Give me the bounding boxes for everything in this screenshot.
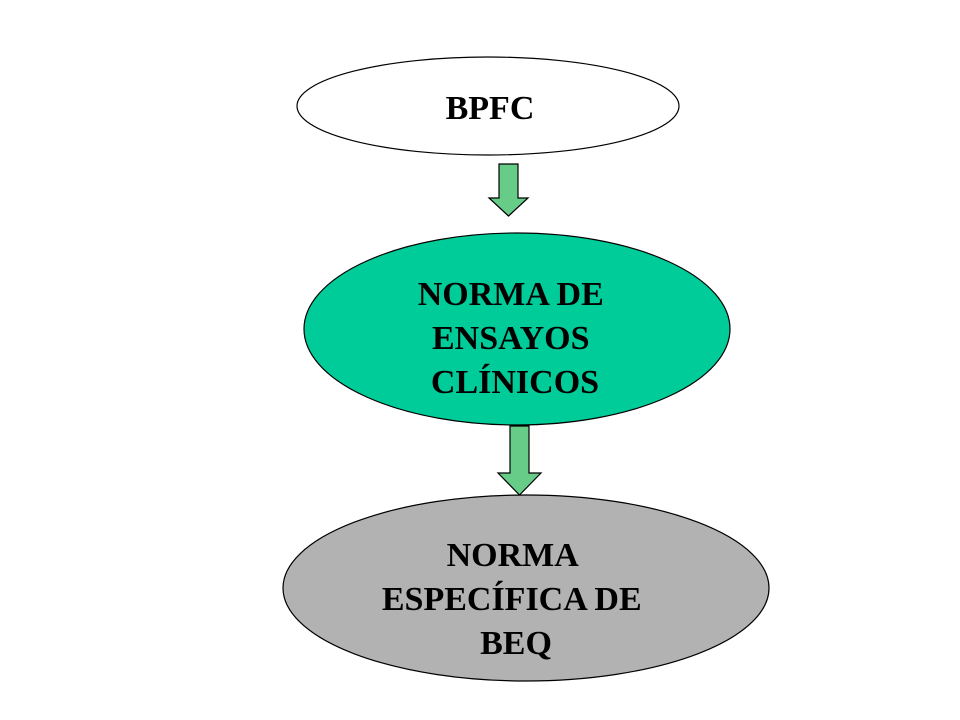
node-label-line: BPFC: [446, 90, 535, 127]
node-label-line: NORMA: [447, 537, 580, 574]
ellipse-shape: [296, 56, 680, 156]
down-arrow-icon: [496, 425, 543, 496]
ellipse-shape: [303, 232, 731, 426]
node-label-line: CLÍNICOS: [431, 364, 599, 401]
node-bpfc: BPFC: [296, 56, 680, 156]
down-arrow-icon: [487, 163, 530, 217]
node-label-line: NORMA DE: [418, 276, 604, 313]
node-label-line: ESPECÍFICA DE: [382, 581, 642, 618]
node-norma-ensayos: NORMA DE ENSAYOS CLÍNICOS: [303, 232, 731, 426]
node-label: NORMA ESPECÍFICA DE BEQ: [382, 537, 650, 662]
arrow-ensayos-to-beq: [496, 425, 543, 496]
node-label: NORMA DE ENSAYOS CLÍNICOS: [418, 276, 613, 401]
node-label: BPFC: [446, 90, 535, 127]
node-norma-beq: NORMA ESPECÍFICA DE BEQ: [282, 494, 770, 682]
ellipse-shape: [282, 494, 770, 682]
node-label-line: ENSAYOS: [432, 320, 589, 357]
node-label-line: BEQ: [480, 625, 552, 662]
arrow-bpfc-to-ensayos: [487, 163, 530, 217]
